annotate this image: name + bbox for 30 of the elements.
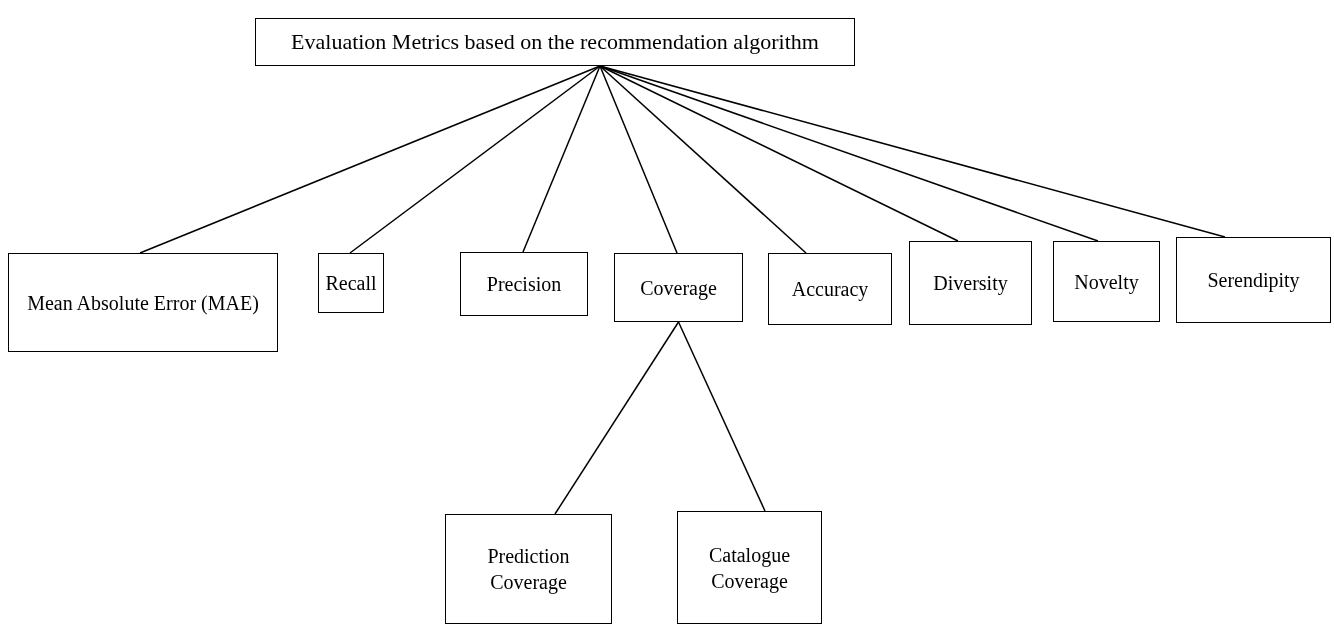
node-label: Serendipity xyxy=(1206,268,1301,294)
metric-box xyxy=(768,253,892,325)
node-label: Diversity xyxy=(932,271,1009,297)
node-label: Recall xyxy=(324,271,378,296)
root-box xyxy=(255,18,855,66)
connector-line xyxy=(677,321,766,512)
metric-box xyxy=(1053,241,1160,322)
connector-line xyxy=(522,65,601,253)
connector-line xyxy=(554,321,680,515)
connector-line xyxy=(599,65,959,242)
node-label: Catalogue Coverage xyxy=(707,542,792,595)
metric-box xyxy=(8,253,278,352)
node-label: Evaluation Metrics based on the recommendation algorithm xyxy=(290,27,820,56)
connector-line xyxy=(599,65,678,254)
metric-box xyxy=(677,511,822,624)
metric-box xyxy=(318,253,384,313)
node-label: Coverage xyxy=(639,275,718,302)
metric-box xyxy=(614,253,743,322)
metric-box xyxy=(460,252,588,316)
node-label: Mean Absolute Error (MAE) xyxy=(26,290,260,317)
connector-line xyxy=(139,65,601,254)
node-label: Accuracy xyxy=(790,277,870,303)
node-label: Prediction Coverage xyxy=(486,544,571,596)
metric-box xyxy=(909,241,1032,325)
node-label: Novelty xyxy=(1073,269,1140,296)
connector-line xyxy=(599,65,807,254)
node-label: Precision xyxy=(485,272,563,297)
connector-line xyxy=(349,65,601,254)
metric-box xyxy=(445,514,612,624)
metric-box xyxy=(1176,237,1331,323)
